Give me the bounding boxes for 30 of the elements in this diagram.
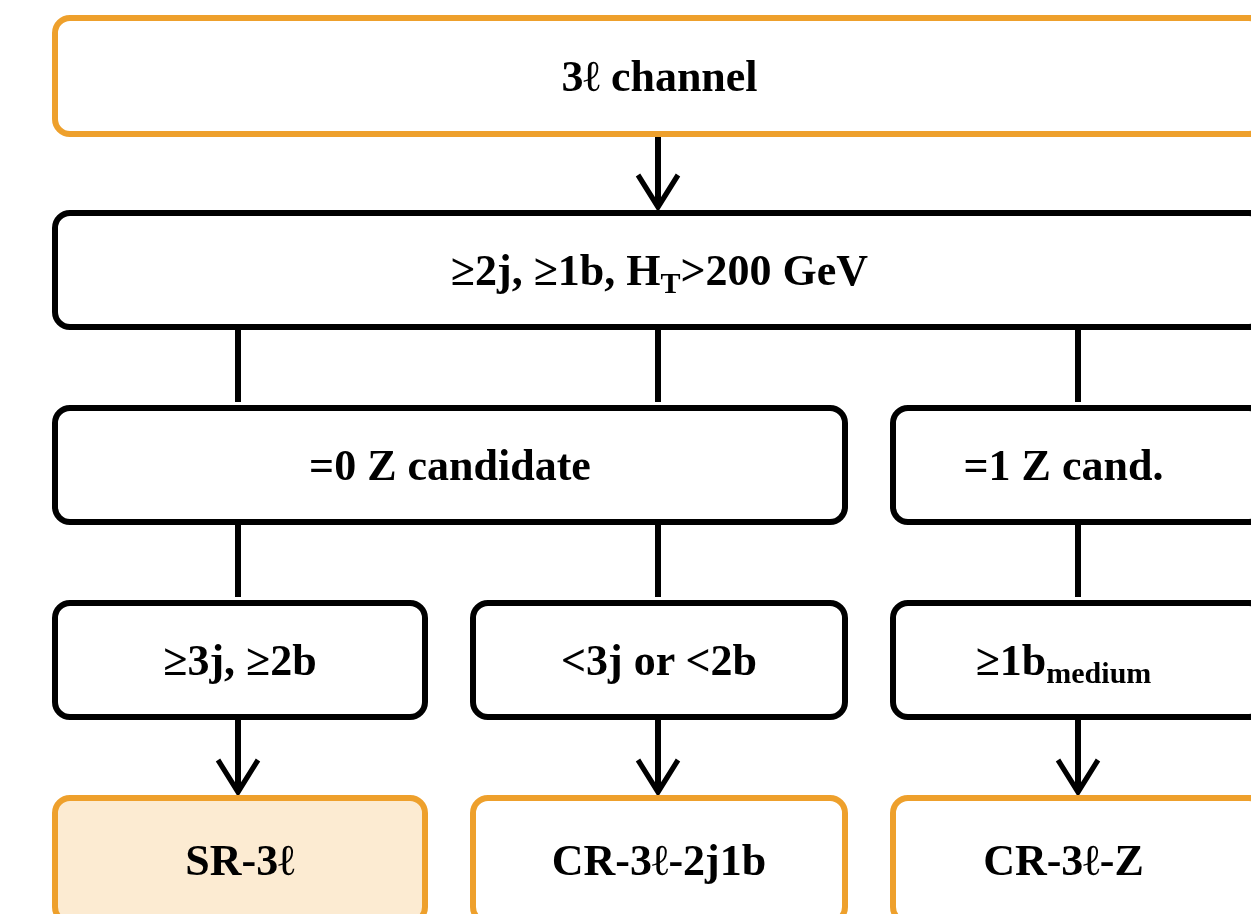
arrow <box>215 720 261 795</box>
box-label: ≥1b$_{medium}$ <box>975 634 1152 686</box>
box-label: SR-3ℓ <box>185 834 295 886</box>
connector-line <box>235 330 241 402</box>
box-label: =1 Z cand. <box>963 439 1164 491</box>
process-box <box>890 405 1251 525</box>
box-label: ≥3j, ≥2b <box>163 634 317 686</box>
connector-line <box>1075 330 1081 402</box>
box-label: ≥2j, ≥1b, H$_{T}$>200 GeV <box>450 244 869 296</box>
arrow <box>635 720 681 795</box>
box-label: CR-3ℓ-Z <box>983 834 1144 886</box>
box-label: =0 Z candidate <box>309 439 591 491</box>
process-box <box>52 405 848 525</box>
process-box <box>52 15 1251 137</box>
connector-line <box>655 330 661 402</box>
arrow <box>635 137 681 210</box>
process-box <box>890 600 1251 720</box>
process-box <box>470 795 848 914</box>
process-box <box>52 210 1251 330</box>
connector-line <box>655 525 661 597</box>
process-box <box>470 600 848 720</box>
process-box <box>52 600 428 720</box>
connector-line <box>1075 525 1081 597</box>
box-label: 3ℓ channel <box>561 50 758 102</box>
connector-line <box>235 525 241 597</box>
box-label: CR-3ℓ-2j1b <box>551 834 767 886</box>
process-box <box>52 795 428 914</box>
box-label: <3j or <2b <box>561 634 757 686</box>
process-box <box>890 795 1251 914</box>
arrow <box>1055 720 1101 795</box>
